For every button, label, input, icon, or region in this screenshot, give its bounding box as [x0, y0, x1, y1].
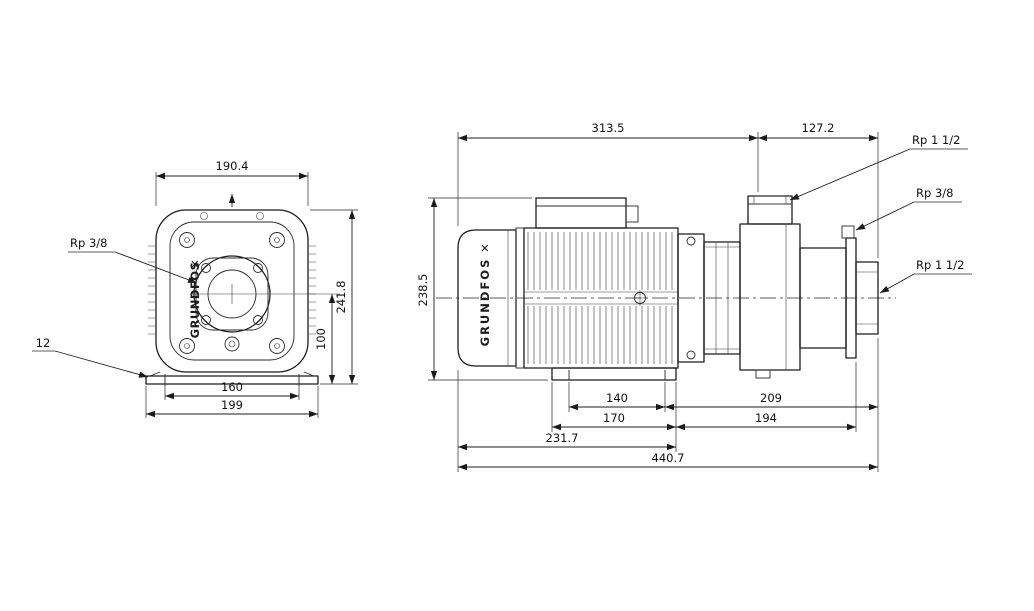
discharge-port-top [747, 195, 793, 225]
base-plate-front [145, 371, 319, 386]
motor-feet [551, 367, 677, 381]
dim-foot-length: 170 [603, 411, 625, 425]
brand-text-side: GRUNDFOS [478, 258, 492, 347]
front-view: ✕ GRUNDFOS [145, 194, 340, 386]
cooling-ribs-left [148, 245, 156, 335]
label-port-plug: Rp 3/8 [916, 186, 953, 200]
side-view-dimensions: 313.5 127.2 238.5 140 209 170 194 231.7 [416, 121, 972, 472]
dim-pump-head-length: 127.2 [802, 121, 835, 135]
drain-plug-front [224, 336, 240, 352]
corner-bolts [179, 232, 285, 354]
dim-bolt-spacing: 160 [221, 380, 243, 394]
cable-gland [625, 205, 639, 223]
vent-plug [841, 225, 855, 239]
suction-port-end [855, 261, 879, 335]
label-port-front: Rp 3/8 [70, 236, 107, 250]
chamber-bolts [201, 263, 263, 325]
drain-plug-side [755, 369, 771, 379]
motor-cooling-fins [524, 232, 678, 364]
pump-inner-housing [169, 221, 295, 361]
top-studs [200, 212, 264, 220]
dim-base-thickness: 12 [36, 336, 51, 350]
dim-overall-height-front: 241.8 [334, 281, 348, 314]
dim-overall-length: 440.7 [652, 451, 685, 465]
shaft-center-mark-icon [632, 290, 648, 306]
side-view: ✕ GRUNDFOS [436, 195, 896, 381]
label-port-end: Rp 1 1/2 [916, 258, 964, 272]
pump-body-outline [155, 209, 309, 373]
fan-cover [457, 229, 517, 367]
dim-overall-height-side: 238.5 [416, 274, 430, 307]
dim-shaft-height: 100 [314, 328, 328, 350]
front-view-dimensions: 190.4 241.8 100 160 199 12 Rp 3/8 [32, 159, 358, 418]
dim-width-top: 190.4 [216, 159, 249, 173]
brand-mark-side: ✕ [478, 243, 492, 253]
terminal-box [535, 197, 627, 229]
dim-base-width: 199 [221, 398, 243, 412]
dim-hole-to-port-end: 209 [760, 391, 782, 405]
brand-text-front: GRUNDFOS [188, 262, 202, 339]
pump-head-block [739, 223, 801, 371]
brand-mark-front: ✕ [188, 259, 202, 269]
label-port-top: Rp 1 1/2 [912, 133, 960, 147]
dim-motor-length: 313.5 [592, 121, 625, 135]
dim-foot-to-flange: 194 [755, 411, 777, 425]
dim-foot-hole-spacing: 140 [606, 391, 628, 405]
cooling-ribs-right [308, 245, 316, 335]
dim-front-to-foot-end: 231.7 [546, 431, 579, 445]
